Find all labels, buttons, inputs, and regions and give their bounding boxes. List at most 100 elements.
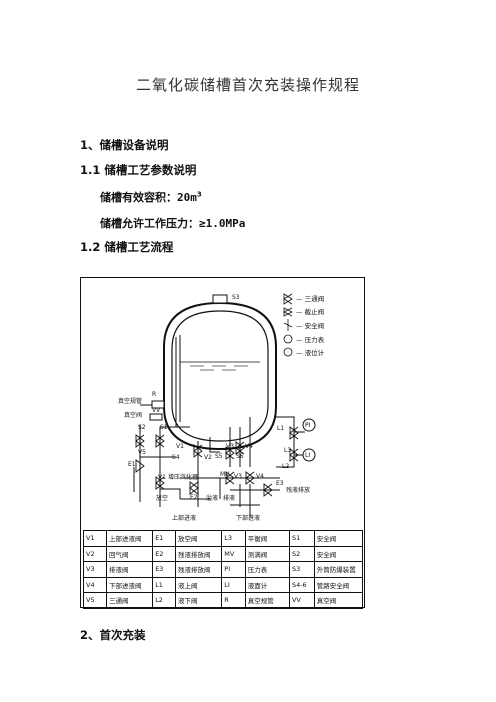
label-v2: V2 xyxy=(204,454,212,461)
table-code-cell: VV xyxy=(288,592,315,609)
label-v1: V1 xyxy=(158,474,166,481)
top-burst-device xyxy=(212,294,228,304)
label-overflow: 溢液 xyxy=(206,495,219,502)
section-2-heading: 2、首次充装 xyxy=(80,628,146,642)
label-v4-lower: V4 xyxy=(256,473,264,480)
label-s3: S3 xyxy=(232,294,240,301)
table-code-cell: LI xyxy=(221,576,246,593)
label-e2: E2 xyxy=(190,494,198,501)
table-code-cell: V2 xyxy=(83,545,107,562)
legend-pressure: — 压力表 xyxy=(296,336,325,344)
volume-label: 储槽有效容积： xyxy=(100,191,177,204)
label-s5: S5 xyxy=(215,453,223,460)
legend-level: — 液位计 xyxy=(296,349,325,357)
pressure-line: 储槽允许工作压力：≥1.0MPa xyxy=(100,215,245,231)
table-code-cell: V5 xyxy=(83,592,107,609)
table-code-cell: MV xyxy=(221,545,246,562)
table-name-cell: 放空阀 xyxy=(175,530,223,547)
label-e3: E3 xyxy=(276,480,284,487)
label-mv: MV xyxy=(220,471,230,478)
label-bottom-in: 下部进液 xyxy=(236,515,261,522)
table-name-cell: 平衡阀 xyxy=(244,530,290,547)
inner-vessel xyxy=(171,310,269,442)
table-name-cell: 液下阀 xyxy=(175,592,223,609)
vacuum-valve xyxy=(149,413,163,421)
table-name-cell: 液上阀 xyxy=(175,576,223,593)
pressure-gauge-symbol xyxy=(302,418,316,432)
table-code-cell: S2 xyxy=(288,545,315,562)
process-flow-diagram: — 三通阀 — 截止阀 — 安全阀 — 压力表 — 液位计 S3 R 真空规管 … xyxy=(80,277,365,609)
table-code-cell: PI xyxy=(221,561,246,578)
table-code-cell: S3 xyxy=(288,561,315,578)
section-1-1-heading: 1.1 储槽工艺参数说明 xyxy=(80,163,197,177)
legend-stop: — 截止阀 xyxy=(296,308,325,316)
label-e1: E1 xyxy=(128,461,136,468)
table-name-cell: 残液排放阀 xyxy=(175,545,223,562)
table-code-cell: R xyxy=(221,592,246,609)
label-v4: V4 xyxy=(245,443,253,450)
table-name-cell: 安全阀 xyxy=(313,545,364,562)
legend-three-way: — 三通阀 xyxy=(296,295,325,303)
section-1-2-heading: 1.2 储槽工艺流程 xyxy=(80,240,174,254)
table-code-cell: V3 xyxy=(83,561,107,578)
table-name-cell: 安全阀 xyxy=(313,530,364,547)
table-name-cell: 外筒防爆装置 xyxy=(313,561,364,578)
table-code-cell: E2 xyxy=(152,545,177,562)
label-booster: 增压汽化器 xyxy=(168,474,199,481)
label-r: R xyxy=(152,391,157,398)
table-name-cell: 排液阀 xyxy=(105,561,154,578)
label-v1-left: V1 xyxy=(176,443,184,450)
table-code-cell: L2 xyxy=(152,592,177,609)
table-code-cell: S4-6 xyxy=(288,576,315,593)
table-name-cell: 残液排放阀 xyxy=(175,561,223,578)
label-drain: 放空 xyxy=(156,495,169,502)
label-pi: PI xyxy=(305,422,311,429)
pressure-label: 储槽允许工作压力： xyxy=(100,217,199,230)
table-name-cell: 真空规管 xyxy=(244,592,290,609)
label-top-in: 上部进液 xyxy=(172,515,197,522)
label-li: LI xyxy=(305,452,311,459)
table-code-cell: E3 xyxy=(152,561,177,578)
volume-unit-sup: 3 xyxy=(196,190,202,199)
label-s2: S2 xyxy=(138,424,146,431)
label-vacuum-valve: 真空阀 xyxy=(124,412,143,419)
volume-line: 储槽有效容积：20m3 xyxy=(100,189,202,205)
document-title: 二氧化碳储槽首次充装操作规程 xyxy=(135,76,360,94)
label-l1: L1 xyxy=(277,425,285,432)
label-v5: V5 xyxy=(138,449,146,456)
table-code-cell: V4 xyxy=(83,576,107,593)
table-code-cell: E1 xyxy=(152,530,177,547)
table-code-cell: L1 xyxy=(152,576,177,593)
label-l2: L2 xyxy=(282,463,290,470)
label-gas-out: 残液排放 xyxy=(286,487,311,494)
outer-vessel xyxy=(163,301,277,451)
label-l3: L3 xyxy=(284,447,292,454)
label-vacuum-gauge: 真空规管 xyxy=(118,398,143,405)
label-outlet: 排液 xyxy=(223,495,236,502)
label-v3: V3 xyxy=(226,443,234,450)
label-s1: S1 xyxy=(160,424,168,431)
table-name-cell: 下部进液阀 xyxy=(105,576,154,593)
label-v3-lower: V3 xyxy=(234,473,242,480)
pressure-value: ≥1.0MPa xyxy=(199,217,246,230)
table-name-cell: 三通阀 xyxy=(105,592,154,609)
table-code-cell: L3 xyxy=(221,530,246,547)
table-name-cell: 真空阀 xyxy=(313,592,364,609)
table-name-cell: 压力表 xyxy=(244,561,290,578)
legend-safety: — 安全阀 xyxy=(296,322,325,330)
table-name-cell: 测满阀 xyxy=(244,545,290,562)
label-s6: S6 xyxy=(236,453,244,460)
table-name-cell: 回气阀 xyxy=(105,545,154,562)
volume-value: 20m xyxy=(177,191,197,204)
section-1-heading: 1、储槽设备说明 xyxy=(80,138,169,152)
table-code-cell: S1 xyxy=(288,530,315,547)
table-code-cell: V1 xyxy=(83,530,107,547)
table-name-cell: 上部进液阀 xyxy=(105,530,154,547)
label-vv: VV xyxy=(152,407,161,414)
